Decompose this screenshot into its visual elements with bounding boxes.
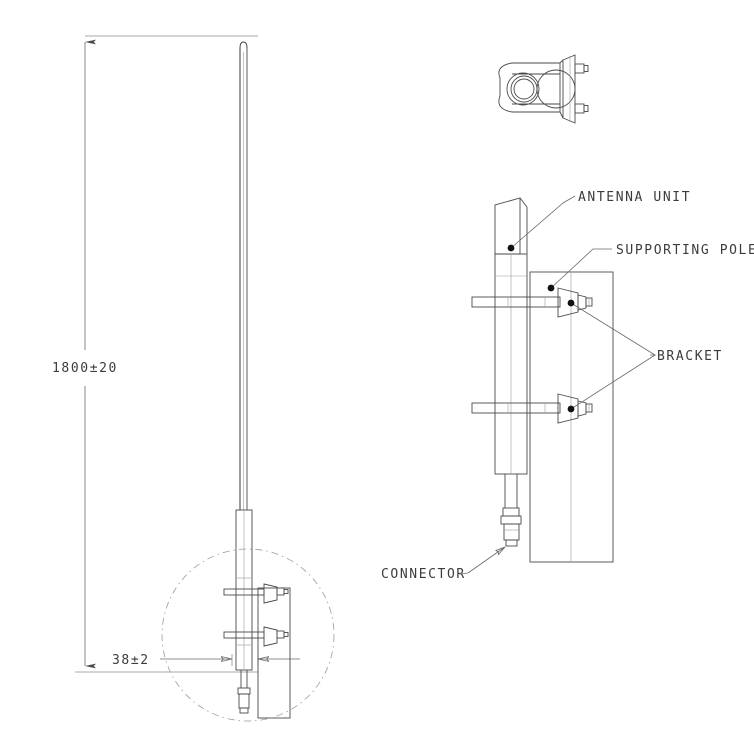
bracket-upper-body	[263, 583, 278, 604]
antenna-unit-chamfer-edge	[519, 197, 528, 208]
bracket-upper-bolt-enlarged	[577, 294, 587, 311]
callout-label-bracket: BRACKET	[657, 349, 723, 364]
leader-bracket-lower	[570, 354, 656, 410]
dimension-overall-length	[75, 35, 258, 673]
dimension-label-overall-length: 1800±20	[52, 361, 118, 376]
clamp-circle-core-left	[513, 78, 535, 100]
bracket-upper-bolt	[276, 587, 285, 596]
antenna-unit-top-body	[494, 197, 521, 255]
mounting-plate	[562, 54, 576, 124]
connector-collar-enlarged	[502, 507, 520, 517]
plate-nut-upper	[583, 65, 589, 72]
leader-dot-antenna-unit	[507, 244, 515, 252]
full-elevation-view	[223, 41, 291, 719]
bracket-upper-enlarged	[471, 287, 593, 318]
plate-join-bottom	[559, 111, 564, 119]
bracket-lower-nut	[283, 632, 289, 637]
bracket-upper-body-enlarged	[557, 287, 579, 318]
leader-antenna-unit	[510, 195, 576, 249]
plate-join-top	[559, 59, 564, 64]
clamp-circle-right	[536, 69, 576, 109]
clamp-circle-inner-left	[510, 75, 538, 103]
connector-tip-elevation	[239, 707, 249, 714]
callout-leaders	[467, 195, 657, 574]
dimension-base-diameter	[160, 654, 300, 666]
detail-circle	[161, 548, 335, 722]
bracket-lower-bolt	[276, 630, 285, 639]
dimension-label-base-diameter: 38±2	[112, 653, 150, 668]
callout-leader-dots	[507, 244, 575, 413]
connector-body-elevation	[238, 693, 250, 709]
bracket-lower-bolt-enlarged	[577, 400, 587, 417]
supporting-pole-elevation	[257, 587, 291, 719]
bracket-upper-nut	[283, 589, 289, 594]
bracket-upper-arm-enlarged	[471, 296, 561, 308]
antenna-tip-cap	[239, 41, 248, 49]
enlarged-mounting-view	[471, 197, 614, 563]
leader-stub-connector	[458, 572, 469, 575]
leader-supporting-pole	[550, 248, 612, 289]
connector-tip-enlarged	[505, 539, 518, 547]
connector-body-enlarged	[503, 523, 520, 541]
plate-nut-lower	[583, 105, 589, 112]
connector-flange-enlarged	[500, 515, 522, 525]
bracket-lower-arm-enlarged	[471, 402, 561, 414]
bracket-lower-elevation	[223, 626, 289, 647]
callout-label-supporting-pole: SUPPORTING POLE	[616, 243, 754, 258]
leader-dot-bracket-upper	[567, 299, 575, 307]
callout-label-connector: CONNECTOR	[381, 567, 466, 582]
plate-bolt-upper	[574, 63, 585, 74]
bracket-upper-elevation	[223, 583, 289, 604]
leader-connector	[467, 547, 505, 574]
supporting-pole-enlarged	[529, 271, 614, 563]
bracket-lower-body	[263, 626, 278, 647]
top-plan-view	[498, 54, 589, 124]
bracket-lower-enlarged	[471, 393, 593, 424]
plate-bolt-lower	[574, 103, 585, 114]
callout-label-antenna-unit: ANTENNA UNIT	[578, 190, 691, 205]
leader-dot-bracket-lower	[567, 405, 575, 413]
leader-dot-supporting-pole	[547, 284, 555, 292]
connector-collar-elevation	[237, 687, 251, 695]
bracket-lower-body-enlarged	[557, 393, 579, 424]
clamp-circle-outer-left	[506, 72, 540, 106]
